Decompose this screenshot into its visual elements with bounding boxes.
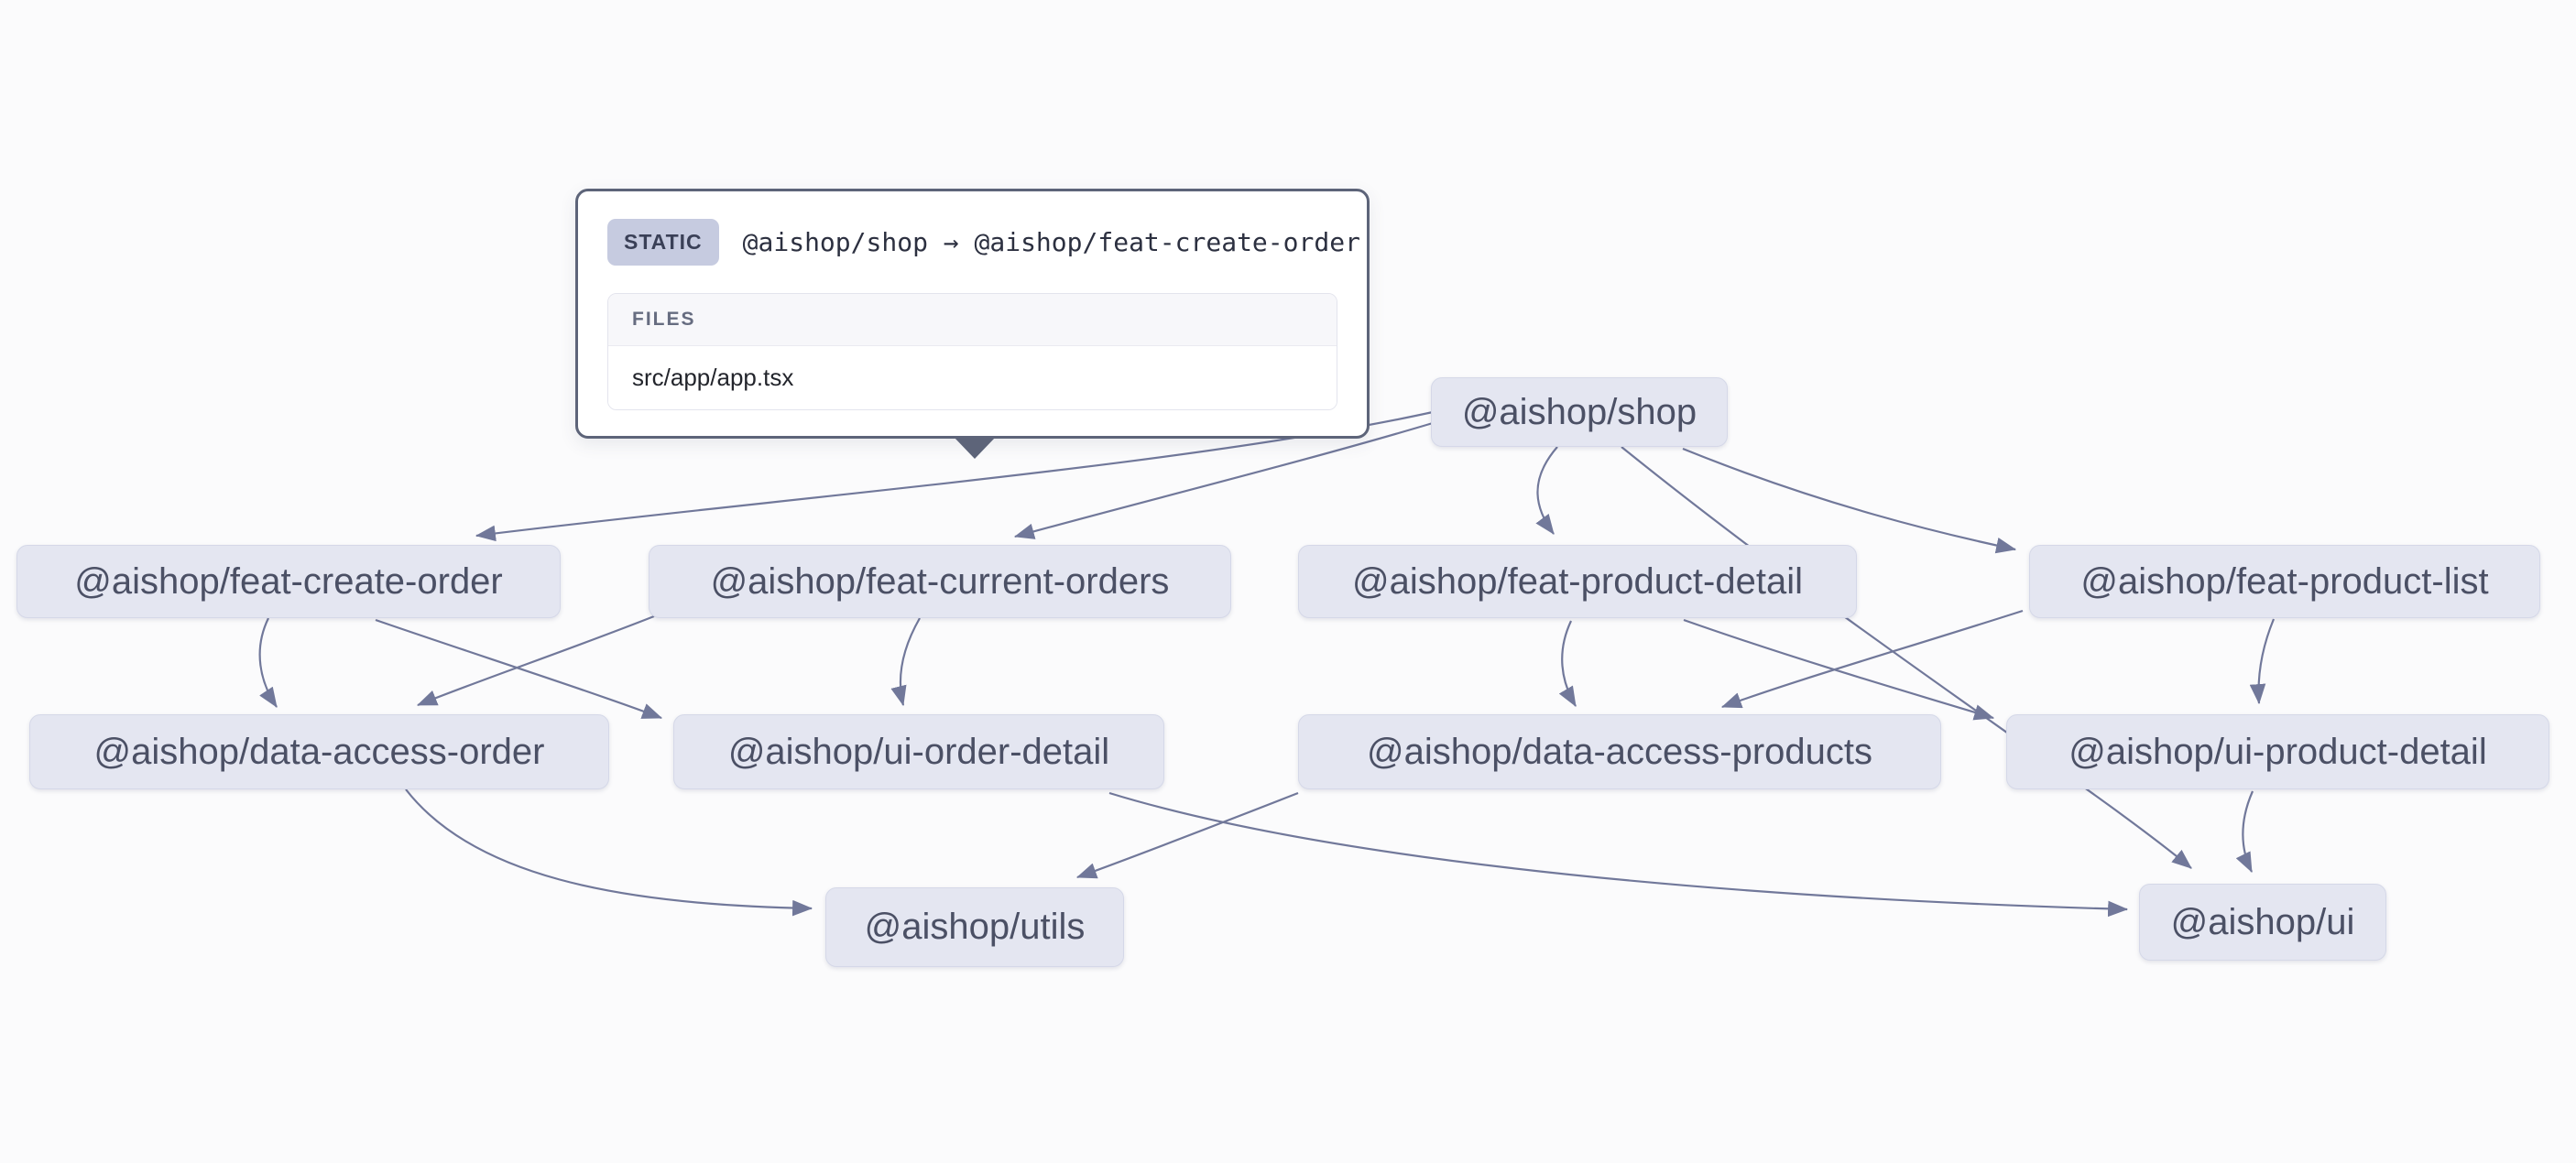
graph-node-ui-order-detail[interactable]: @aishop/ui-order-detail bbox=[673, 714, 1164, 789]
graph-node-feat-create-order[interactable]: @aishop/feat-create-order bbox=[16, 545, 561, 618]
file-item: src/app/app.tsx bbox=[608, 346, 1337, 409]
edge-shop-to-feat-product-list[interactable] bbox=[1682, 447, 2017, 554]
graph-node-ui[interactable]: @aishop/ui bbox=[2139, 884, 2386, 961]
edge-shop-to-feat-product-detail[interactable] bbox=[1535, 446, 1558, 535]
static-badge: STATIC bbox=[607, 219, 719, 266]
tooltip-edge-title: @aishop/shop → @aishop/feat-create-order bbox=[742, 227, 1360, 257]
files-box: FILES src/app/app.tsx bbox=[607, 293, 1337, 410]
edge-feat-create-order-to-data-access-order[interactable] bbox=[258, 617, 278, 708]
edge-feat-product-list-to-data-access-products[interactable] bbox=[1720, 609, 2024, 709]
edge-feat-current-orders-to-data-access-order[interactable] bbox=[416, 614, 655, 707]
edge-feat-product-detail-to-ui-product-detail[interactable] bbox=[1683, 618, 1995, 721]
edge-data-access-order-to-utils[interactable] bbox=[405, 788, 813, 917]
edge-tooltip: STATIC @aishop/shop → @aishop/feat-creat… bbox=[575, 189, 1370, 459]
graph-node-data-access-products[interactable]: @aishop/data-access-products bbox=[1298, 714, 1941, 789]
graph-node-feat-product-list[interactable]: @aishop/feat-product-list bbox=[2029, 545, 2540, 618]
graph-node-feat-current-orders[interactable]: @aishop/feat-current-orders bbox=[649, 545, 1231, 618]
edge-ui-order-detail-to-ui[interactable] bbox=[1108, 791, 2129, 918]
files-section-header: FILES bbox=[608, 294, 1337, 346]
edge-data-access-products-to-utils[interactable] bbox=[1075, 791, 1299, 879]
graph-node-feat-product-detail[interactable]: @aishop/feat-product-detail bbox=[1298, 545, 1857, 618]
graph-node-utils[interactable]: @aishop/utils bbox=[825, 887, 1124, 967]
graph-node-data-access-order[interactable]: @aishop/data-access-order bbox=[29, 714, 609, 789]
edge-feat-current-orders-to-ui-order-detail[interactable] bbox=[890, 617, 921, 707]
edge-feat-create-order-to-ui-order-detail[interactable] bbox=[375, 618, 663, 720]
graph-node-ui-product-detail[interactable]: @aishop/ui-product-detail bbox=[2006, 714, 2549, 789]
edge-shop-to-ui[interactable] bbox=[1621, 446, 2192, 869]
edge-feat-product-list-to-ui-product-detail[interactable] bbox=[2249, 618, 2276, 705]
edge-feat-product-detail-to-data-access-products[interactable] bbox=[1558, 620, 1577, 707]
edge-ui-product-detail-to-ui[interactable] bbox=[2235, 790, 2254, 873]
tooltip-header: STATIC @aishop/shop → @aishop/feat-creat… bbox=[607, 219, 1360, 266]
edge-shop-to-feat-current-orders[interactable] bbox=[1013, 421, 1434, 539]
tooltip-pointer-icon bbox=[954, 437, 996, 459]
graph-node-shop[interactable]: @aishop/shop bbox=[1431, 377, 1728, 447]
